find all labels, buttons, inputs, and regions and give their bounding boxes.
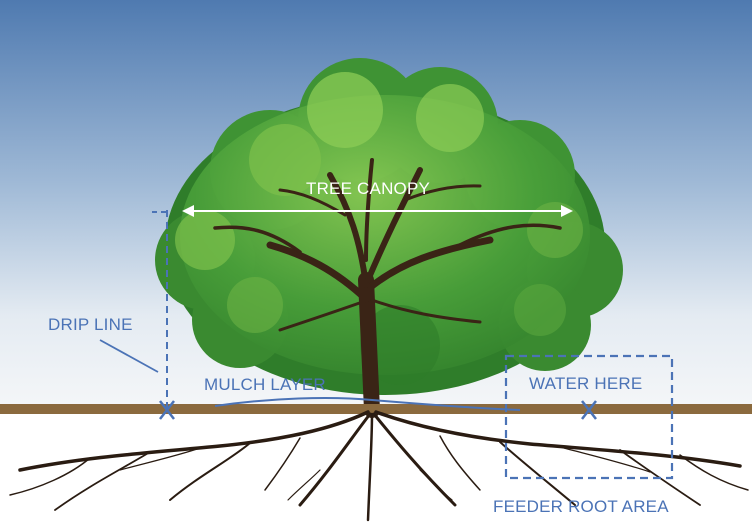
root-system-illustration — [9, 410, 749, 522]
tree-trunk-illustration — [213, 158, 562, 418]
feeder-root-area-label: FEEDER ROOT AREA — [493, 497, 669, 516]
mulch-layer-line — [214, 397, 521, 411]
x-mark-icon — [159, 400, 175, 420]
drip-line-label: DRIP LINE — [48, 315, 133, 334]
tree-canopy-label: TREE CANOPY — [306, 179, 431, 198]
ground-band — [0, 404, 752, 414]
canopy-span-arrow — [182, 205, 573, 217]
feeder-root-area-box — [504, 354, 674, 480]
soil-background — [0, 412, 752, 530]
drip-line-leader — [99, 339, 159, 373]
x-mark-icon — [581, 400, 597, 420]
mulch-layer-label: MULCH LAYER — [204, 375, 326, 394]
water-here-label: WATER HERE — [529, 374, 643, 393]
